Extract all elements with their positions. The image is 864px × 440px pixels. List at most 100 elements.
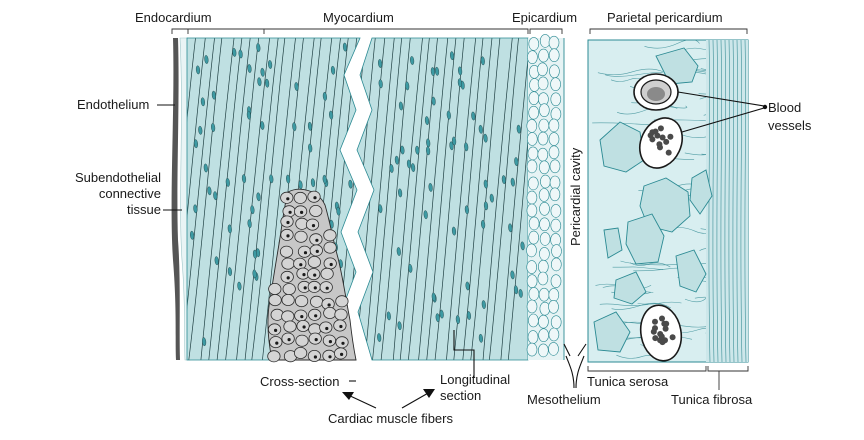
epicardium-cell	[551, 316, 561, 329]
label-tunica-fibrosa: Tunica fibrosa	[671, 392, 753, 407]
epicardium-cell	[539, 161, 549, 174]
epicardium-cell	[549, 65, 559, 78]
red-blood-cell	[659, 334, 665, 340]
epicardium-cell	[539, 49, 549, 62]
label-cross-section: Cross-section	[260, 374, 339, 389]
epicardium-cell	[550, 176, 560, 189]
epicardium-cell	[539, 247, 549, 260]
mesothelium-arrow-left	[564, 344, 570, 356]
cross-section-cell	[310, 296, 322, 307]
epicardium-cell	[540, 175, 550, 188]
epicardium-cell	[539, 288, 549, 301]
epicardium-cell	[527, 261, 537, 274]
red-blood-cell	[658, 125, 664, 131]
red-blood-cell	[652, 335, 658, 341]
red-blood-cell	[667, 134, 673, 140]
cross-section-cell	[296, 335, 308, 346]
cross-section-cell	[280, 246, 292, 257]
epicardium-cell	[529, 287, 539, 300]
epicardium-cell	[529, 217, 539, 230]
label-longitudinal-2: section	[440, 388, 481, 403]
label-endocardium: Endocardium	[135, 10, 212, 25]
epicardium-cell	[538, 63, 548, 76]
epicardium-cell	[551, 258, 561, 271]
epicardium-cell	[551, 275, 561, 288]
epicardium-cell	[538, 315, 548, 328]
cross-section-nucleus	[275, 342, 278, 345]
epicardium-cell	[538, 260, 548, 273]
epicardium-cell	[550, 160, 560, 173]
red-blood-cell	[649, 136, 655, 142]
cross-section-nucleus	[339, 325, 342, 328]
epicardium-cell	[539, 189, 549, 202]
epicardium-cell	[549, 288, 559, 301]
cross-section-nucleus	[287, 276, 290, 279]
epicardium-cell	[550, 188, 560, 201]
cross-section-nucleus	[299, 263, 302, 266]
cross-section-nucleus	[314, 314, 317, 317]
cross-section-nucleus	[328, 355, 331, 358]
cross-section-cell	[324, 230, 336, 241]
epicardium-cell	[527, 204, 537, 217]
epicardium-cell	[527, 244, 537, 257]
mesothelium-leader-right	[576, 356, 584, 388]
epicardium-cell	[528, 314, 538, 327]
epicardium-cell	[529, 231, 539, 244]
label-endothelium: Endothelium	[77, 97, 149, 112]
cross-section-nucleus	[304, 251, 307, 254]
cross-section-nucleus	[326, 287, 329, 290]
top-brackets	[172, 29, 747, 34]
cross-section-cell	[294, 192, 306, 203]
cross-section-nucleus	[312, 224, 315, 227]
epicardium-cell	[527, 300, 537, 313]
epicardium-cell	[549, 146, 559, 159]
cross-section-cell	[321, 268, 333, 279]
epicardium-cell	[551, 93, 561, 106]
cross-section-cell	[283, 284, 295, 295]
label-pericardial-cavity: Pericardial cavity	[568, 147, 583, 246]
arrow-to-cross-section	[342, 392, 376, 408]
epicardium-cell	[539, 104, 549, 117]
cross-section-cell	[269, 295, 281, 306]
epicardium-cell	[538, 148, 548, 161]
cross-section-cell	[336, 296, 348, 307]
epicardium-cell	[551, 219, 561, 232]
epicardium-cell	[551, 204, 561, 217]
blood-vessel-leader-dot	[763, 105, 767, 109]
epicardium-cell	[540, 202, 550, 215]
blood-vessel-top	[634, 74, 678, 110]
epicardium-cell	[538, 344, 548, 357]
epicardium-cell	[549, 342, 559, 355]
epicardium-cell	[551, 78, 561, 91]
cross-section-cell	[282, 258, 294, 269]
cross-section-nucleus	[304, 286, 307, 289]
label-blood-vessels-2: vessels	[768, 118, 812, 133]
epicardium-cell	[538, 77, 548, 90]
cross-section-nucleus	[300, 315, 303, 318]
cross-section-nucleus	[288, 338, 291, 341]
cross-section-nucleus	[286, 221, 289, 224]
cross-section-nucleus	[325, 327, 328, 330]
epicardium-cell	[527, 119, 537, 132]
cross-section-nucleus	[315, 338, 318, 341]
epicardium-cell	[549, 133, 559, 146]
epicardium-cell	[529, 37, 539, 50]
label-parietal-pericardium: Parietal pericardium	[607, 10, 723, 25]
red-blood-cell	[651, 329, 657, 335]
cross-section-nucleus	[340, 353, 343, 356]
cross-section-nucleus	[328, 303, 331, 306]
epicardium-cell	[529, 106, 539, 119]
red-blood-cell	[663, 321, 669, 327]
epicardium-cell	[539, 119, 549, 132]
label-mesothelium: Mesothelium	[527, 392, 601, 407]
mesothelium-arrow-right	[578, 344, 586, 356]
cross-section-nucleus	[300, 211, 303, 214]
epicardium-cell	[529, 92, 539, 105]
cross-section-nucleus	[289, 211, 292, 214]
cross-section-nucleus	[302, 273, 305, 276]
cross-section-cell	[308, 256, 320, 267]
cross-section-cell	[282, 311, 294, 322]
red-blood-cell	[663, 326, 669, 332]
epicardium-cell	[527, 343, 537, 356]
